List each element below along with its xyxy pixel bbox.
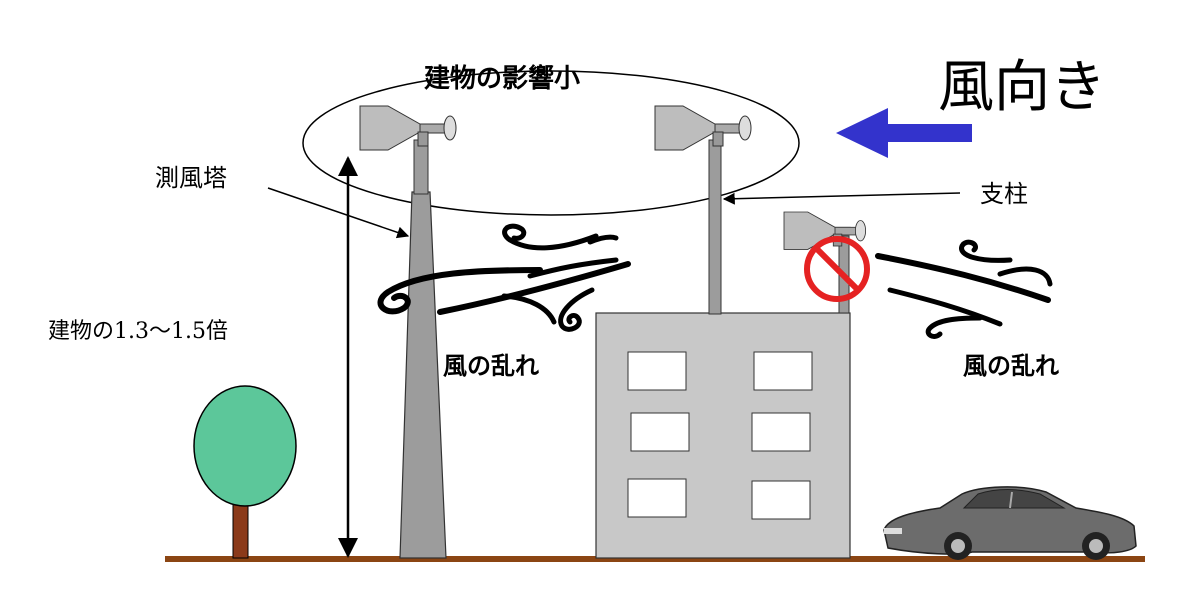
wind-direction-arrow-icon [836, 108, 972, 158]
low-influence-label: 建物の影響小 [424, 64, 581, 94]
low-influence-ellipse [302, 70, 800, 216]
height-ratio-label: 建物の1.3〜1.5倍 [48, 319, 228, 344]
prohibited-icon [804, 236, 870, 302]
met-mast-tower [399, 139, 447, 559]
wind-swirl-icon [875, 239, 1053, 339]
turbulence-label-left: 風の乱れ [443, 352, 539, 380]
met-mast-label: 測風塔 [155, 164, 227, 192]
wind-swirl-icon [377, 223, 631, 332]
ground-line [165, 556, 1145, 562]
wind-vane-icon [359, 105, 457, 151]
tree-icon [193, 385, 297, 559]
support-pole [708, 139, 722, 315]
building [595, 312, 851, 559]
support-pole-label: 支柱 [980, 180, 1028, 208]
wind-direction-label: 風向き [938, 55, 1106, 120]
support-pole-pointer [722, 192, 961, 205]
car-icon [883, 486, 1137, 560]
wind-vane-icon [654, 105, 752, 151]
turbulence-label-right: 風の乱れ [963, 352, 1059, 380]
met-mast-pointer [267, 187, 410, 239]
